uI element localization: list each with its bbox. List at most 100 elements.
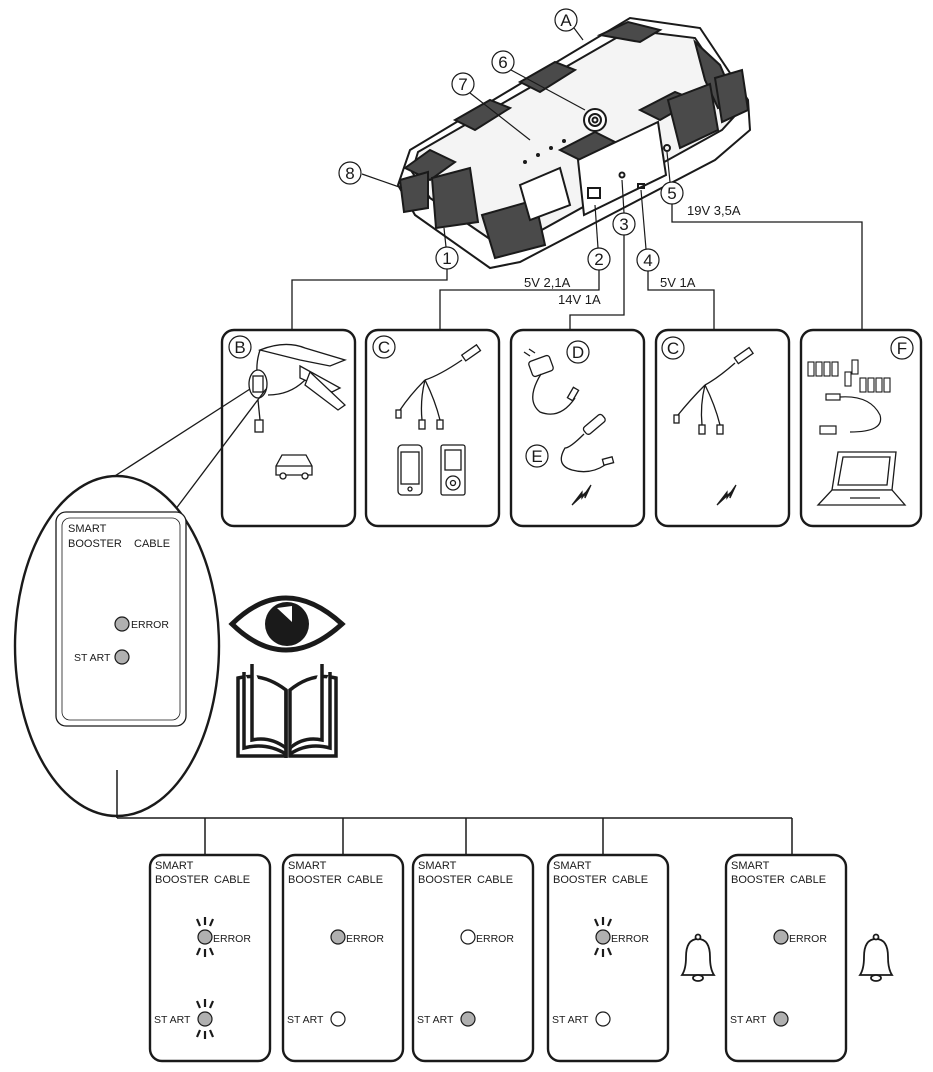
accessory-panel-d-e: D E [509, 328, 646, 528]
cable-label: CABLE [347, 874, 383, 886]
callout-6: 6 [498, 53, 507, 72]
blink-ray [195, 947, 202, 956]
accessory-panel-b: B [220, 328, 357, 528]
status-panel-frame [281, 853, 405, 1063]
start-label: ST ART [730, 1014, 767, 1026]
status-panel-frame [411, 853, 535, 1063]
callout-8: 8 [345, 164, 354, 183]
blink-ray [606, 918, 613, 927]
bell-icon [680, 933, 716, 982]
start-led [330, 1011, 346, 1027]
car-icon [275, 454, 313, 480]
callout-c-right: C [667, 339, 679, 358]
connector-lines [291, 204, 863, 335]
smart-label: SMART [418, 860, 457, 872]
eye-icon [228, 595, 346, 653]
cable-label: CABLE [612, 874, 648, 886]
status-panel: SMART BOOSTER CABLE ERROR ST ART [148, 853, 272, 1063]
start-label: ST ART [417, 1014, 454, 1026]
car-charger-icon [560, 413, 615, 473]
blink-ray [195, 918, 202, 927]
error-led [330, 929, 346, 945]
error-led [197, 929, 213, 945]
start-label: ST ART [287, 1014, 324, 1026]
error-led [114, 616, 130, 632]
blink-ray [606, 947, 613, 956]
blink-ray [208, 1029, 215, 1038]
error-label: ERROR [476, 933, 514, 945]
bell-icon [858, 933, 894, 982]
accessory-panel-f: F [799, 328, 923, 528]
callout-device: A [554, 8, 584, 41]
start-label: ST ART [552, 1014, 589, 1026]
booster-label: BOOSTER [288, 874, 342, 886]
callout-power-button: 6 [491, 50, 586, 111]
cable-label: CABLE [134, 538, 170, 550]
booster-label: BOOSTER [553, 874, 607, 886]
booster-label: BOOSTER [418, 874, 472, 886]
blink-ray [208, 947, 215, 956]
media-player-icon [440, 444, 466, 496]
laptop-cable-icon [819, 393, 882, 435]
callout-a: A [560, 11, 572, 30]
blink-ray [593, 918, 600, 927]
callout-port-4: 4 [636, 189, 660, 272]
smart-label: SMART [155, 860, 194, 872]
svg-text:3: 3 [619, 215, 628, 234]
status-panel-frame [546, 853, 670, 1063]
callout-indicator: 7 [451, 72, 531, 141]
smart-cable-magnified: SMART BOOSTER CABLE ERROR ST ART [13, 474, 221, 818]
cable-label: CABLE [790, 874, 826, 886]
jump-starter-device [396, 16, 752, 270]
callout-7: 7 [458, 75, 467, 94]
output-label-port-2: 5V 2,1A [524, 275, 571, 290]
output-label-port-3: 14V 1A [558, 292, 601, 307]
error-label: ERROR [346, 933, 384, 945]
callout-b: B [234, 338, 245, 357]
status-panels: SMART BOOSTER CABLE ERROR ST ART SMART BOOSTER… [148, 853, 894, 1063]
svg-text:5: 5 [667, 184, 676, 203]
manual-book-icon [236, 664, 338, 758]
cable-label: CABLE [214, 874, 250, 886]
error-led [595, 929, 611, 945]
booster-label: BOOSTER [155, 874, 209, 886]
callout-d: D [572, 343, 584, 362]
wall-charger-icon [523, 348, 580, 415]
callout-flashlight: 8 [338, 161, 403, 189]
lightning-icon [716, 484, 737, 506]
laptop-icon [816, 451, 907, 506]
status-panel: SMART BOOSTER CABLE ERROR ST ART [546, 853, 670, 1063]
output-label-port-4: 5V 1A [660, 275, 696, 290]
callout-port-3: 3 [612, 179, 636, 236]
error-led [460, 929, 476, 945]
status-panel-frame [148, 853, 272, 1063]
start-led [460, 1011, 476, 1027]
usb-splitter-cable-icon [395, 343, 482, 430]
error-label: ERROR [789, 933, 827, 945]
output-label-port-5: 19V 3,5A [687, 203, 741, 218]
error-label: ERROR [611, 933, 649, 945]
error-label: ERROR [213, 933, 251, 945]
smart-label: SMART [731, 860, 770, 872]
callout-e: E [531, 447, 542, 466]
svg-text:2: 2 [594, 250, 603, 269]
start-led [114, 649, 130, 665]
usb-splitter-cable-icon [673, 346, 754, 435]
blink-ray [208, 918, 215, 927]
status-panel-frame [724, 853, 848, 1063]
status-tree-lines [116, 770, 793, 855]
start-led [595, 1011, 611, 1027]
error-led [773, 929, 789, 945]
accessory-panel-c-left: C [364, 328, 501, 528]
cable-label: CABLE [477, 874, 513, 886]
start-label: ST ART [74, 652, 111, 664]
adapter-tips-icon [807, 359, 891, 393]
smart-label: SMART [553, 860, 592, 872]
booster-label: BOOSTER [68, 538, 122, 550]
blink-ray [195, 1000, 202, 1009]
blink-ray [195, 1029, 202, 1038]
jumper-clamp-icon [248, 343, 347, 433]
start-label: ST ART [154, 1014, 191, 1026]
